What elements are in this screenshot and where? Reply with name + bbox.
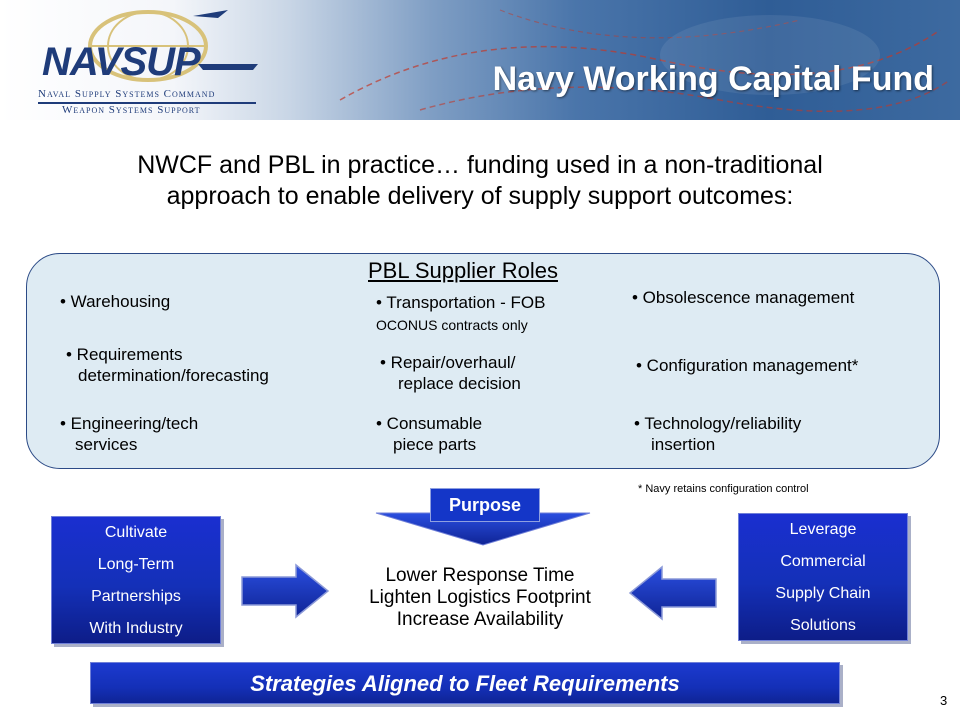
- left-arrow-icon: [628, 565, 717, 621]
- outcome-item: Lower Response Time: [385, 565, 575, 586]
- subtitle-line-2: approach to enable delivery of supply su…: [166, 182, 794, 210]
- role-label: • Engineering/tech: [60, 414, 199, 433]
- role-label-cont: services: [75, 435, 138, 454]
- logo-wordmark: NAVSUP: [42, 40, 201, 84]
- header-banner: NAVSUP Naval Supply Systems Command Weap…: [0, 0, 960, 120]
- page-number: 3: [940, 693, 948, 708]
- logo-subline-2: Weapon Systems Support: [62, 104, 201, 116]
- role-label-cont: determination/forecasting: [78, 366, 269, 385]
- logo-divider: [38, 102, 256, 104]
- strategy-banner: Strategies Aligned to Fleet Requirements: [90, 662, 840, 704]
- role-label: • Warehousing: [60, 292, 171, 311]
- role-configuration: • Configuration management*: [636, 355, 858, 376]
- role-requirements: • Requirements determination/forecasting: [66, 344, 269, 386]
- role-obsolescence: • Obsolescence management: [632, 287, 854, 308]
- roles-container: [26, 253, 940, 469]
- role-label: • Obsolescence management: [632, 288, 855, 307]
- role-technology: • Technology/reliability insertion: [634, 413, 801, 455]
- role-repair: • Repair/overhaul/ replace decision: [380, 352, 521, 394]
- right-arrow-icon: [241, 563, 330, 619]
- roles-title: PBL Supplier Roles: [368, 258, 558, 283]
- left-box-line: With Industry: [89, 620, 183, 637]
- outcome-item: Increase Availability: [396, 609, 564, 630]
- slide-title: Navy Working Capital Fund: [492, 60, 934, 98]
- globe-emblem-icon: [88, 10, 258, 82]
- navsup-logo: NAVSUP Naval Supply Systems Command Weap…: [28, 6, 258, 118]
- left-box-line: Partnerships: [91, 588, 181, 605]
- logo-subline-1: Naval Supply Systems Command: [38, 88, 216, 100]
- right-box-line: Solutions: [790, 617, 856, 634]
- left-box-line: Long-Term: [97, 556, 175, 573]
- left-box-line: Cultivate: [104, 524, 168, 541]
- subtitle-line-1: NWCF and PBL in practice… funding used i…: [137, 151, 823, 179]
- role-label: • Configuration management*: [636, 356, 859, 375]
- role-label: • Consumable: [376, 414, 483, 433]
- right-strategy-box: Leverage Commercial Supply Chain Solutio…: [738, 513, 908, 641]
- purpose-label: Purpose: [430, 488, 540, 522]
- role-warehousing: • Warehousing: [60, 291, 170, 312]
- role-transportation: • Transportation - FOB OCONUS contracts …: [376, 292, 545, 336]
- role-label-cont: insertion: [651, 435, 716, 454]
- left-strategy-box: Cultivate Long-Term Partnerships With In…: [51, 516, 221, 644]
- role-label: • Technology/reliability: [634, 414, 802, 433]
- right-box-line: Leverage: [789, 521, 857, 538]
- role-label: • Transportation - FOB: [376, 293, 546, 312]
- role-consumable: • Consumable piece parts: [376, 413, 482, 455]
- role-engineering: • Engineering/tech services: [60, 413, 198, 455]
- right-box-line: Commercial: [780, 553, 866, 570]
- role-label: • Requirements: [66, 345, 183, 364]
- config-footnote: * Navy retains configuration control: [638, 483, 809, 495]
- purpose-outcomes: Lower Response Time Lighten Logistics Fo…: [330, 565, 630, 631]
- slide-subtitle: NWCF and PBL in practice… funding used i…: [40, 150, 920, 212]
- role-label: • Repair/overhaul/: [380, 353, 516, 372]
- right-box-line: Supply Chain: [775, 585, 871, 602]
- role-label-cont: piece parts: [393, 435, 477, 454]
- world-map-graphic: [339, 9, 951, 112]
- role-label-cont: replace decision: [398, 374, 521, 393]
- outcome-item: Lighten Logistics Footprint: [369, 587, 591, 608]
- role-label-cont: OCONUS contracts only: [376, 317, 528, 333]
